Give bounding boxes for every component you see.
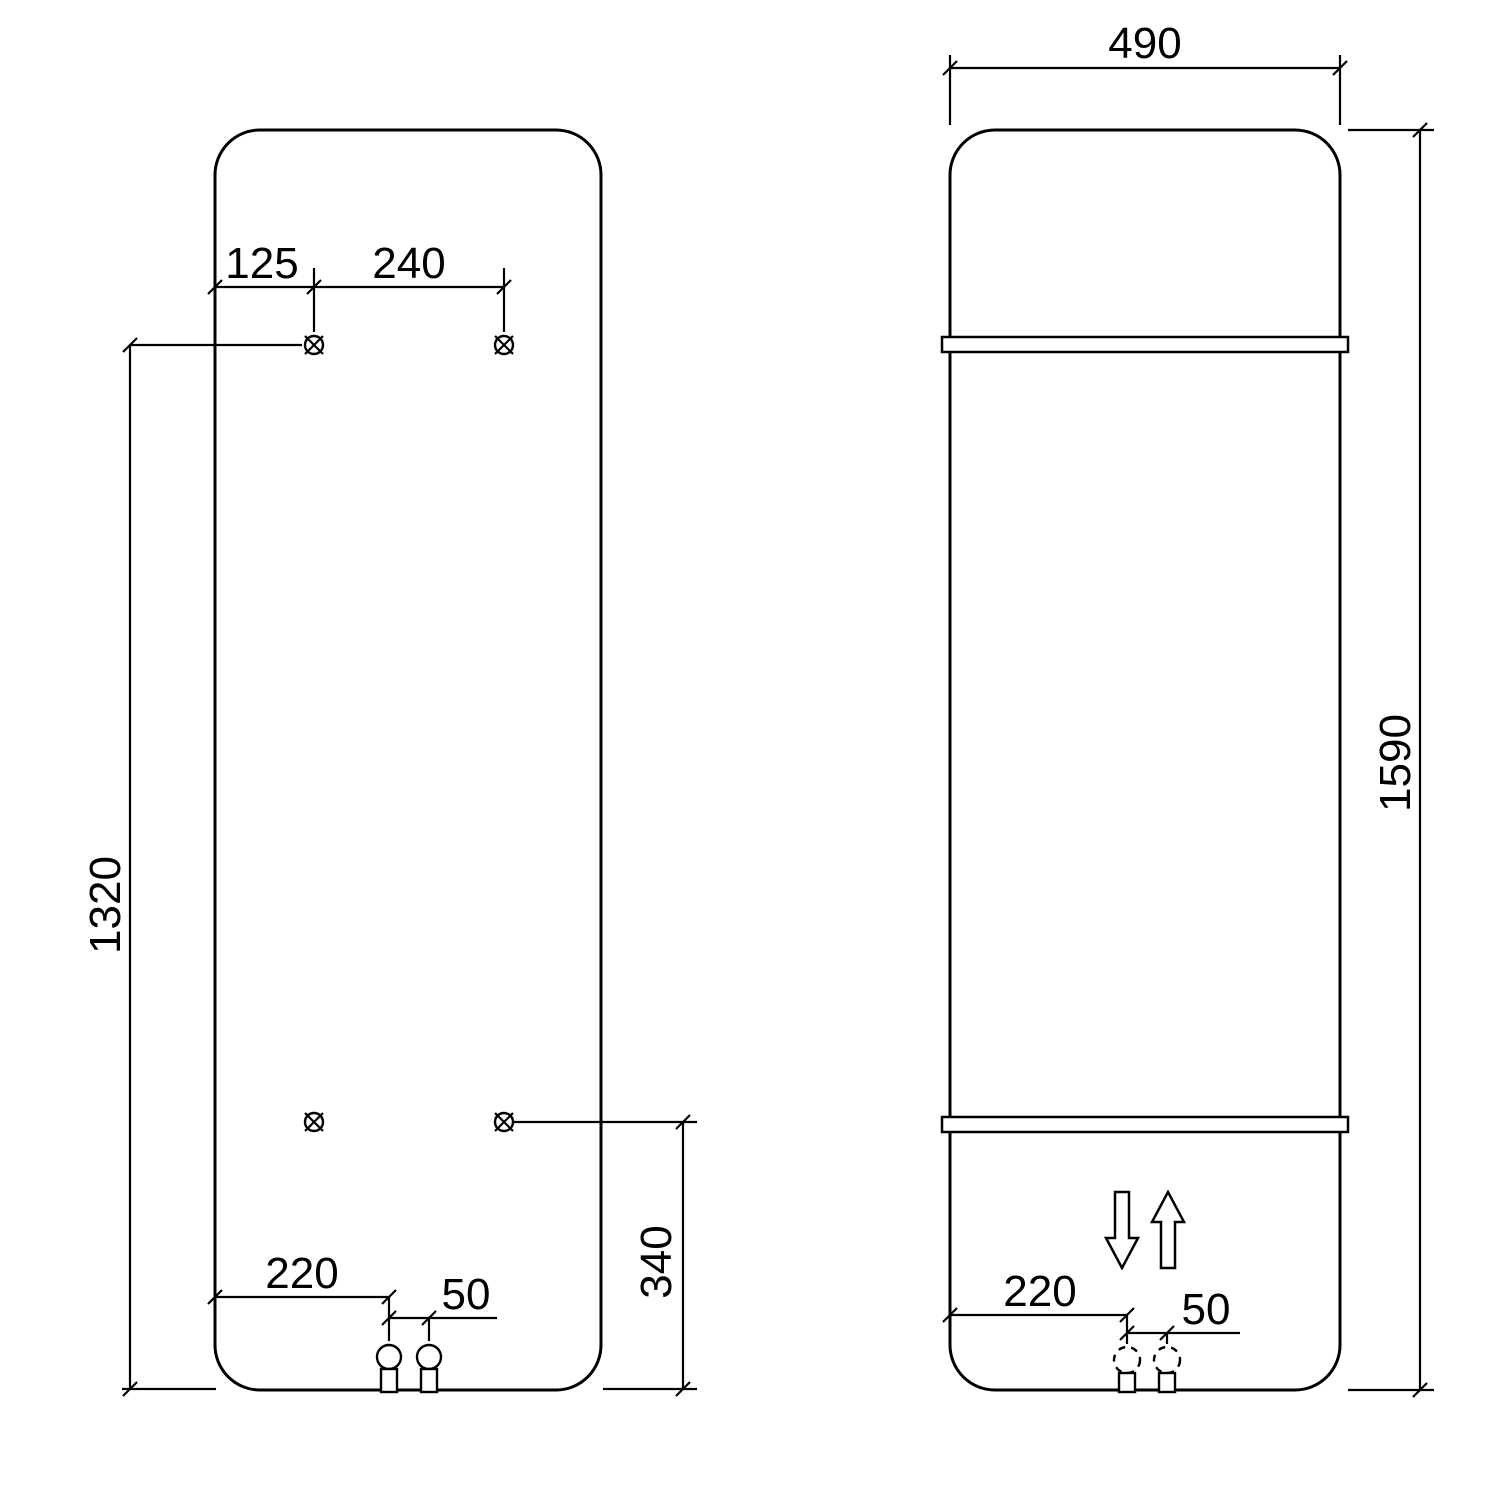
- pipe-connection-front-right-icon: [1152, 1345, 1182, 1394]
- dim-bracket-vertical-span: 1320: [81, 337, 302, 1397]
- mounting-hole-bottom-left-icon: [303, 1111, 325, 1133]
- flow-up-arrow-icon: [1149, 1189, 1187, 1270]
- flow-down-arrow-icon: [1103, 1190, 1141, 1271]
- dim-bracket-to-bottom: 340: [514, 1114, 697, 1397]
- dim-label-220-rear: 220: [265, 1249, 338, 1298]
- mounting-bar-bottom: [940, 1115, 1350, 1134]
- dim-width: 490: [942, 19, 1348, 125]
- pipe-connection-rear-right-icon: [415, 1343, 443, 1394]
- pipe-connection-rear-left-icon: [375, 1343, 403, 1394]
- pipe-connection-front-left-icon: [1112, 1345, 1142, 1394]
- dim-pipe-spacing-front: 50: [1119, 1285, 1240, 1344]
- dim-pipe-offset-front: 220: [942, 1267, 1135, 1344]
- front-view: 490 1590 220 50: [940, 19, 1434, 1398]
- dim-bracket-offsets: 125 240: [207, 239, 512, 332]
- dim-label-125: 125: [225, 239, 298, 288]
- mounting-hole-bottom-right-icon: [493, 1111, 515, 1133]
- dim-label-240: 240: [372, 239, 445, 288]
- dim-label-340: 340: [632, 1225, 681, 1298]
- dim-label-1590: 1590: [1371, 714, 1420, 812]
- dim-height: 1590: [1348, 122, 1434, 1398]
- dim-label-490: 490: [1108, 19, 1181, 68]
- dim-label-220-front: 220: [1003, 1267, 1076, 1316]
- dim-label-50-rear: 50: [442, 1270, 491, 1319]
- front-panel-outline: [948, 128, 1342, 1392]
- mounting-hole-top-right-icon: [493, 334, 515, 356]
- dim-pipe-spacing-rear: 50: [381, 1270, 497, 1341]
- mounting-hole-top-left-icon: [303, 334, 325, 356]
- mounting-bar-top: [940, 335, 1350, 354]
- dim-label-50-front: 50: [1182, 1285, 1231, 1334]
- rear-panel-outline: [213, 128, 603, 1392]
- rear-view: 125 240 1320 340 220: [81, 128, 697, 1397]
- dim-label-1320: 1320: [81, 856, 130, 954]
